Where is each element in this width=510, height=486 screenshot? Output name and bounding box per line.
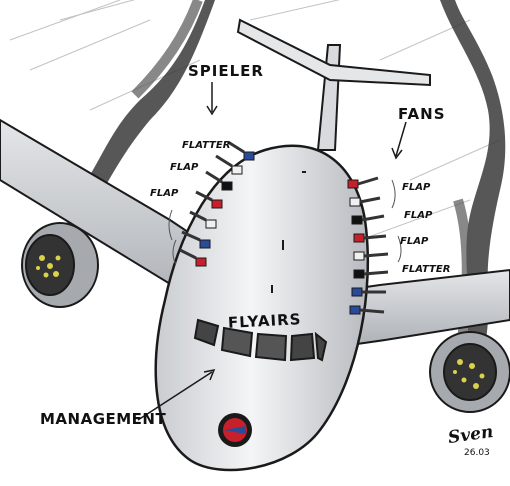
pointer-arrows — [137, 82, 407, 421]
motion-strokes — [168, 179, 402, 265]
airline-name: FLYAIRS — [227, 310, 302, 332]
right-smoke-trail — [440, 0, 506, 372]
fans-label: FANS — [398, 105, 446, 123]
fans-figures — [347, 176, 389, 315]
flatter-left-label: FLATTER — [182, 140, 231, 151]
flatter-right-label: FLATTER — [402, 264, 451, 275]
signature-date: 26.03 — [464, 448, 490, 458]
players-figures — [179, 140, 255, 267]
management-label: MANAGEMENT — [40, 410, 167, 428]
right-engine — [429, 331, 510, 413]
left-engine — [21, 222, 99, 308]
fuselage-marks — [271, 171, 306, 293]
flap-left-label-1: FLAP — [170, 162, 199, 173]
flap-right-label-3: FLAP — [400, 236, 429, 247]
flap-right-label-2: FLAP — [404, 210, 433, 221]
cockpit-windows — [193, 318, 328, 362]
players-label: SPIELER — [188, 62, 264, 80]
horizontal-stabilizer — [236, 18, 431, 87]
flap-left-label-2: FLAP — [150, 188, 179, 199]
left-engine-fire — [36, 255, 61, 278]
airline-logo-badge — [218, 413, 252, 447]
fuselage — [154, 144, 370, 472]
flap-right-label-1: FLAP — [402, 182, 431, 193]
right-engine-fire — [453, 359, 485, 389]
